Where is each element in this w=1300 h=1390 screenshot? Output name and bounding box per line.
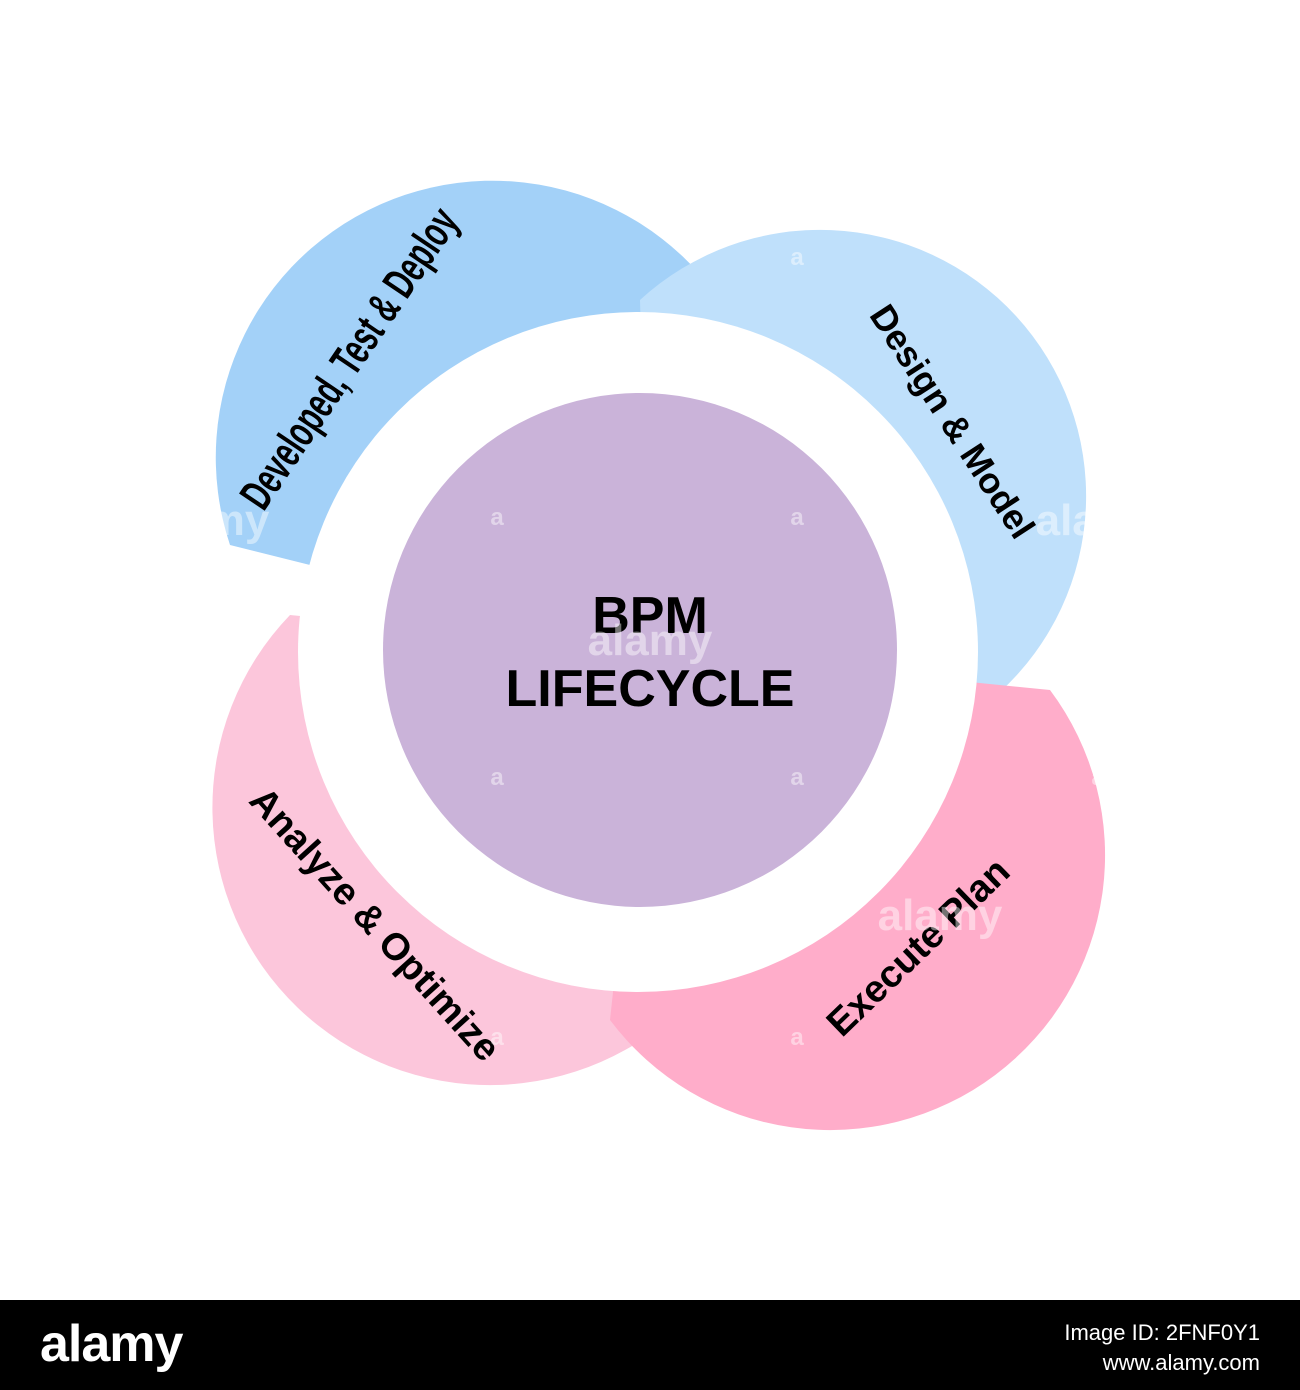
image-id: Image ID: 2FNF0Y1 (1064, 1320, 1260, 1345)
watermark-glyph: a (790, 764, 804, 791)
watermark-glyph: a (490, 504, 504, 531)
watermark-text: alamy (145, 496, 270, 545)
center-circle (383, 393, 897, 907)
image-info: Image ID: 2FNF0Y1 www.alamy.com (1064, 1318, 1260, 1378)
stock-footer-bar: alamy Image ID: 2FNF0Y1 www.alamy.com (0, 1300, 1300, 1390)
watermark-glyph: a (190, 1024, 204, 1051)
watermark-glyph: a (190, 244, 204, 271)
watermark-glyph: a (790, 244, 804, 271)
watermark-glyph: a (790, 504, 804, 531)
center-title-line-1: BPM (592, 587, 708, 645)
watermark-glyph: a (790, 1024, 804, 1051)
site-url: www.alamy.com (1102, 1350, 1260, 1375)
watermark-glyph: a (490, 1024, 504, 1051)
watermark-text: alamy (1036, 496, 1161, 545)
stock-logo: alamy (40, 1315, 183, 1373)
watermark-glyph: a (1091, 764, 1105, 791)
watermark-text: alamy (878, 891, 1003, 940)
watermark-layer: alamy alamy alamy alamy a a a a a a a a … (145, 244, 1161, 1051)
watermark-glyph: a (1091, 1024, 1105, 1051)
center-title-line-2: LIFECYCLE (506, 660, 795, 718)
bpm-lifecycle-diagram: BPM LIFECYCLE Developed, Test & Deploy D… (145, 180, 1161, 1131)
watermark-glyph: a (490, 764, 504, 791)
watermark-text: alamy (588, 616, 713, 665)
watermark-glyph: a (1091, 244, 1105, 271)
